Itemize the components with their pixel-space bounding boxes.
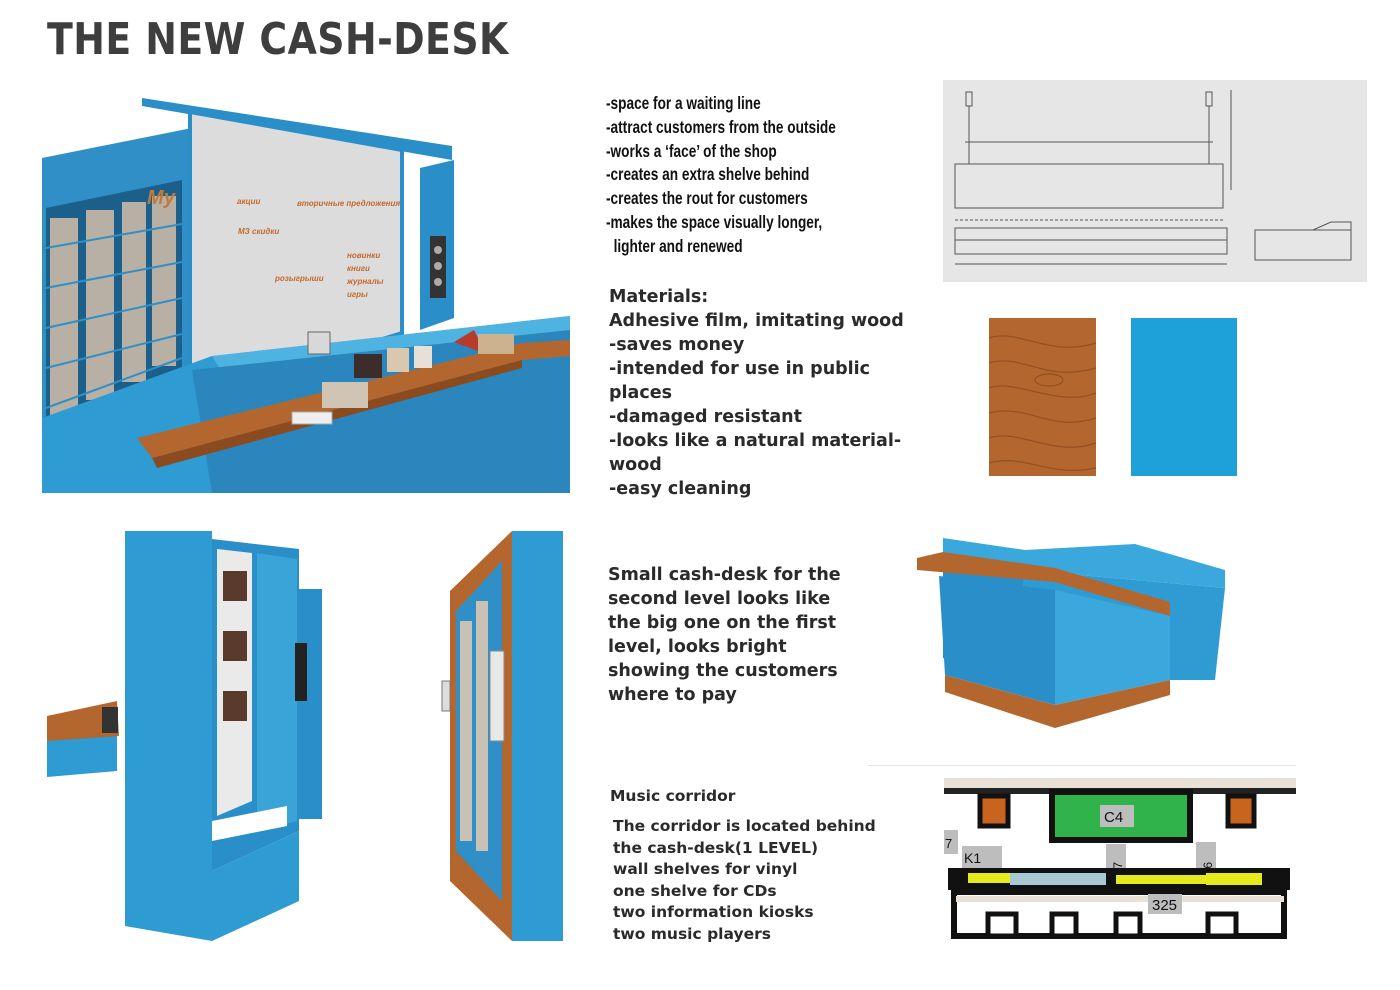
corridor-floor-plan: C4 7 K1 317 326 325 bbox=[944, 778, 1300, 940]
wood-swatch bbox=[988, 318, 1097, 476]
plan-label-c4: C4 bbox=[1104, 809, 1123, 826]
wall-word-7: журналы bbox=[346, 277, 384, 286]
benefit-item: -creates an extra shelve behind bbox=[606, 164, 810, 185]
technical-drawing bbox=[943, 80, 1367, 282]
materials-heading: Materials: bbox=[609, 287, 709, 307]
corridor-line: two information kiosks bbox=[613, 903, 814, 922]
wall-word-2: вторичные предложения bbox=[297, 199, 400, 208]
render-sign-text: Му bbox=[147, 187, 176, 209]
corridor-heading: Music corridor bbox=[610, 787, 736, 805]
benefits-list: -space for a waiting line -attract custom… bbox=[606, 92, 836, 259]
corridor-line: one shelve for CDs bbox=[613, 881, 777, 900]
wall-word-4: розыгрыши bbox=[274, 274, 324, 283]
page-title: THE NEW CASH-DESK bbox=[47, 14, 509, 65]
shelving-render-left bbox=[47, 531, 322, 941]
materials-section: Materials: Adhesive film, imitating wood… bbox=[609, 285, 909, 501]
plan-label-325: K1 bbox=[964, 850, 981, 866]
blue-swatch bbox=[1131, 318, 1237, 476]
cash-desk-render: Му акции вторичные предложения МЗ скидки… bbox=[42, 98, 570, 493]
wall-word-6: книги bbox=[347, 264, 370, 273]
wall-word-3: МЗ скидки bbox=[238, 227, 279, 236]
material-line: -looks like a natural material-wood bbox=[609, 431, 902, 475]
benefit-item: -works a ‘face’ of the shop bbox=[606, 140, 777, 161]
corridor-line: the cash-desk(1 LEVEL) bbox=[613, 838, 819, 857]
material-line: -damaged resistant bbox=[609, 407, 802, 427]
small-desk-description: Small cash-desk for the second level loo… bbox=[608, 565, 841, 705]
material-line: Adhesive film, imitating wood bbox=[609, 311, 904, 331]
benefit-item: -space for a waiting line bbox=[606, 93, 761, 113]
plan-label-7: 7 bbox=[945, 836, 952, 851]
wall-word-8: игры bbox=[347, 290, 368, 299]
material-line: -intended for use in public places bbox=[609, 359, 871, 403]
benefit-item: -makes the space visually longer, bbox=[606, 211, 823, 232]
shelving-render-right bbox=[440, 531, 563, 941]
plan-label-k1: 325 bbox=[1152, 897, 1177, 914]
small-cash-desk-render bbox=[915, 530, 1225, 735]
benefit-item: lighter and renewed bbox=[606, 235, 743, 256]
material-line: -easy cleaning bbox=[609, 479, 752, 499]
wall-word-5: новинки bbox=[347, 251, 380, 260]
material-line: -saves money bbox=[609, 335, 745, 355]
corridor-line: The corridor is located behind bbox=[613, 817, 876, 835]
wall-word-1: акции bbox=[237, 197, 261, 206]
corridor-line: two music players bbox=[613, 924, 771, 943]
benefit-item: -attract customers from the outside bbox=[606, 116, 836, 137]
section-divider bbox=[868, 765, 1296, 766]
corridor-line: wall shelves for vinyl bbox=[613, 860, 798, 879]
corridor-description: The corridor is located behind the cash-d… bbox=[613, 816, 876, 946]
benefit-item: -creates the rout for customers bbox=[606, 188, 808, 209]
